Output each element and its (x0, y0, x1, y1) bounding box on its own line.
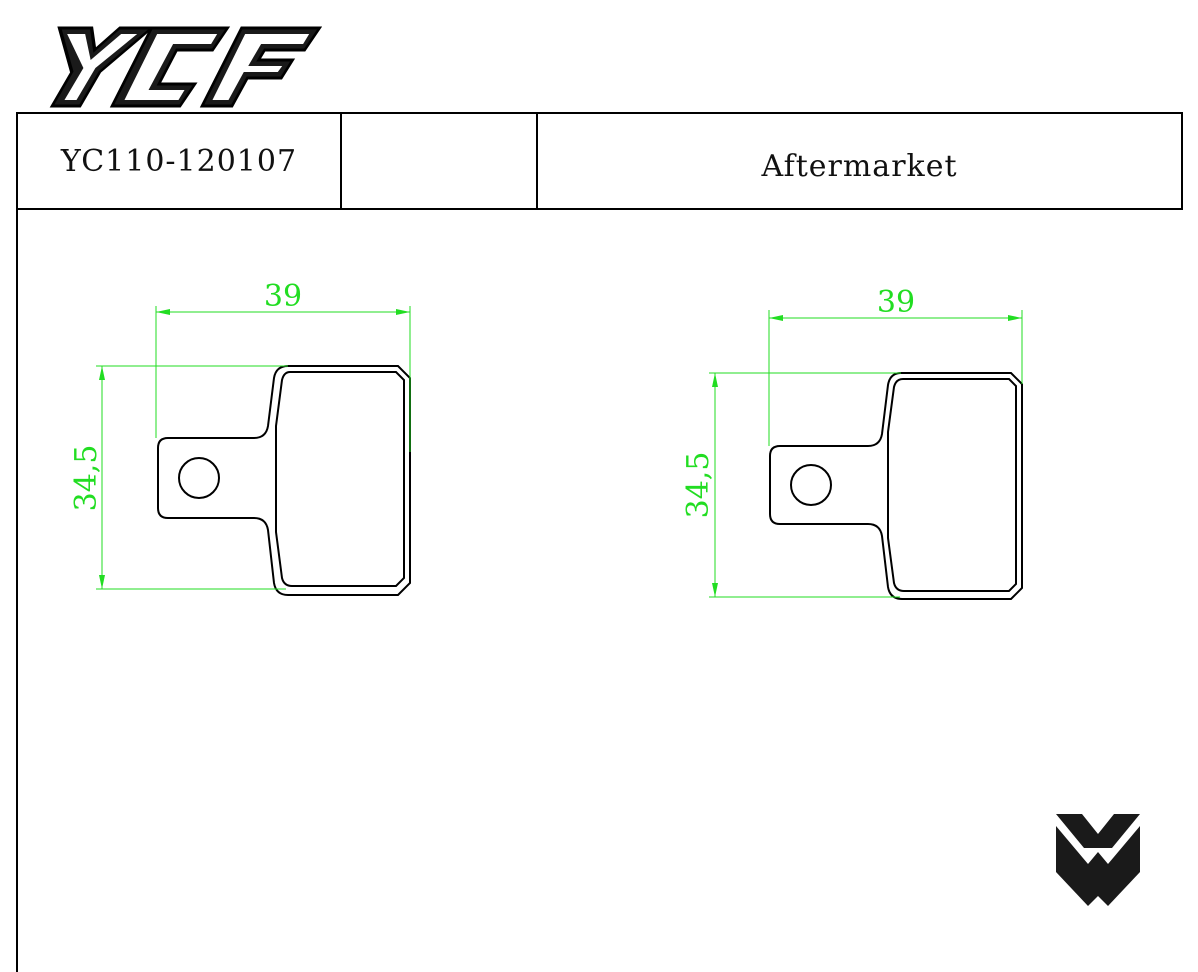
dimension-lines-left (96, 306, 411, 590)
brand-label: Aftermarket (761, 148, 958, 184)
brake-pad-right (769, 372, 1023, 600)
title-block: YC110-120107 Aftermarket (16, 112, 1183, 210)
blank-cell (342, 114, 538, 208)
y-chevron-logo (1056, 814, 1140, 906)
part-number: YC110-120107 (18, 114, 342, 208)
height-label-right: 34,5 (681, 452, 716, 519)
height-label-left: 34,5 (69, 445, 104, 512)
dimension-lines-right (709, 310, 1023, 598)
ycf-logo (49, 26, 322, 108)
brake-pad-left (157, 365, 411, 596)
width-label-right: 39 (877, 285, 915, 320)
width-label-left: 39 (264, 279, 302, 314)
